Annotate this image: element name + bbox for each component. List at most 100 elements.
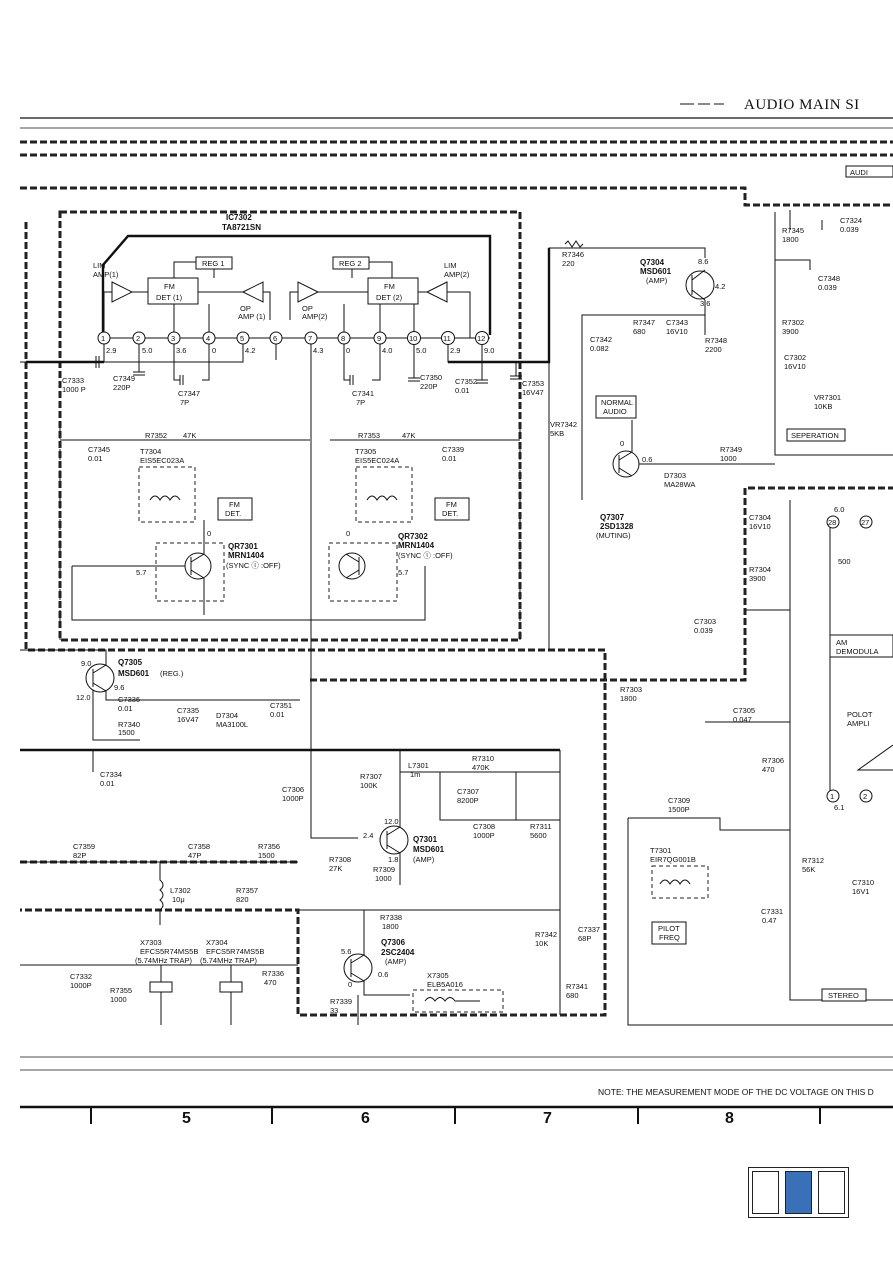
c7334-val: 0.01 (100, 779, 115, 788)
c7332-ref: C7332 (70, 972, 92, 981)
q7304-transistor (685, 269, 715, 301)
t7301-outline (651, 865, 709, 899)
c7307-ref: C7307 (457, 787, 479, 796)
separation-block (786, 428, 846, 442)
c7342-val: 0.082 (590, 344, 609, 353)
vr7342-ref: VR7342 (550, 420, 577, 429)
c7306-val: 1000P (282, 794, 304, 803)
x7305-outline (412, 989, 504, 1013)
c7339-val: 0.01 (442, 454, 457, 463)
page-nav-box-3[interactable] (818, 1171, 845, 1214)
d7304-val: MA3100L (216, 720, 248, 729)
c7310-ref: C7310 (852, 878, 874, 887)
r7311-ref: R7311 (530, 822, 552, 831)
r7341-val: 680 (566, 991, 579, 1000)
d7303-val: MA28WA (664, 480, 695, 489)
t7304-coil (149, 495, 181, 501)
q7305-ref: Q7305 (118, 658, 143, 667)
c7302-ref: C7302 (784, 353, 806, 362)
q7305-wiring (20, 649, 300, 741)
t7304-outline (138, 466, 196, 523)
c7308-ref: C7308 (473, 822, 495, 831)
c7305-ref: C7305 (733, 706, 755, 715)
reg2-label: REG 2 (339, 259, 362, 268)
svg-text:28: 28 (828, 518, 836, 527)
c7351-val: 0.01 (270, 710, 285, 719)
page-nav-box-1[interactable] (752, 1171, 779, 1214)
svg-text:7: 7 (308, 334, 312, 343)
fm-det-box1-label-b: DET. (225, 509, 241, 518)
x7303-crystal (149, 981, 173, 993)
pilot-amp-symbol (856, 744, 893, 771)
page-title: AUDIO MAIN SI (744, 97, 860, 113)
c7331-ref: C7331 (761, 907, 783, 916)
d7303-ref: D7303 (664, 471, 686, 480)
q7304-role: (AMP) (646, 276, 668, 285)
r7357-val: 820 (236, 895, 249, 904)
r7353-val: 47K (402, 431, 415, 440)
polot-label-a: POLOT (847, 710, 873, 719)
q7307-b-voltage: 0.6 (642, 455, 652, 464)
q7301-b-voltage: 2.4 (363, 831, 373, 840)
lim-amp2-label-a: LIM (444, 261, 457, 270)
r7310-val: 470K (472, 763, 490, 772)
normal-audio-block (595, 395, 637, 419)
r7357-ref: R7357 (236, 886, 258, 895)
r7345-val: 1800 (782, 235, 799, 244)
c7305-val: 0.047 (733, 715, 752, 724)
c7309-ref: C7309 (668, 796, 690, 805)
q7307-wiring (631, 420, 680, 465)
op-amp1-label-b: AMP (1) (238, 312, 266, 321)
fm-det1-label-b: DET (1) (156, 293, 183, 302)
vr7301-ref: VR7301 (814, 393, 841, 402)
pilot-freq-label-a: PILOT (658, 924, 680, 933)
r7304-ref: R7304 (749, 565, 771, 574)
c7309-val: 1500P (668, 805, 690, 814)
r7304-val: 3900 (749, 574, 766, 583)
c7333-ref: C7333 (62, 376, 84, 385)
c7347-val: 7P (180, 398, 189, 407)
c7348-ref: C7348 (818, 274, 840, 283)
svg-text:3.6: 3.6 (176, 346, 186, 355)
svg-text:2: 2 (136, 334, 140, 343)
right-pin-2: 2 (859, 789, 873, 803)
r7339-ref: R7339 (330, 997, 352, 1006)
page-nav-box-2[interactable] (785, 1171, 812, 1214)
x7304-crystal (219, 981, 243, 993)
q7307-role: (MUTING) (596, 531, 631, 540)
op-amp2-symbol (297, 281, 320, 303)
q7306-part: 2SC2404 (381, 948, 415, 957)
q7301-part: MSD601 (413, 845, 445, 854)
c7353-val: 16V47 (522, 388, 544, 397)
c7358-ref: C7358 (188, 842, 210, 851)
op-amp1-symbol (241, 281, 264, 303)
r7336-val: 470 (264, 978, 277, 987)
svg-text:9.0: 9.0 (484, 346, 494, 355)
c7342-ref: C7342 (590, 335, 612, 344)
separation-label: SEPERATION (791, 431, 839, 440)
t7305-outline (355, 466, 413, 523)
right-pin-27: 27 (859, 515, 873, 529)
vr7301-val: 10KB (814, 402, 832, 411)
ic-internal-wiring (103, 261, 471, 338)
l7302-ref: L7302 (170, 886, 191, 895)
svg-text:10: 10 (409, 334, 417, 343)
op-amp1-label-a: OP (240, 304, 251, 313)
column-5: 5 (182, 1110, 191, 1127)
fm-det-box-1 (217, 497, 253, 521)
c7331-val: 0.47 (762, 916, 777, 925)
fm-det1-label-a: FM (164, 282, 175, 291)
c7343-val: 16V10 (666, 327, 688, 336)
q7305-transistor (85, 663, 115, 693)
r7356-val: 1500 (258, 851, 275, 860)
q7307-c-voltage: 0 (620, 439, 624, 448)
qr7302-role: (SYNC ⓛ :OFF) (398, 551, 453, 560)
q7305-role: (REG.) (160, 669, 184, 678)
ic-pin-7: 7 (304, 331, 318, 345)
r7306-ref: R7306 (762, 756, 784, 765)
mid-shield (310, 486, 893, 682)
ic-pin-9: 9 (373, 331, 387, 345)
c7302-val: 16V10 (784, 362, 806, 371)
r7347-val: 680 (633, 327, 646, 336)
fm-det2-label-b: DET (2) (376, 293, 403, 302)
